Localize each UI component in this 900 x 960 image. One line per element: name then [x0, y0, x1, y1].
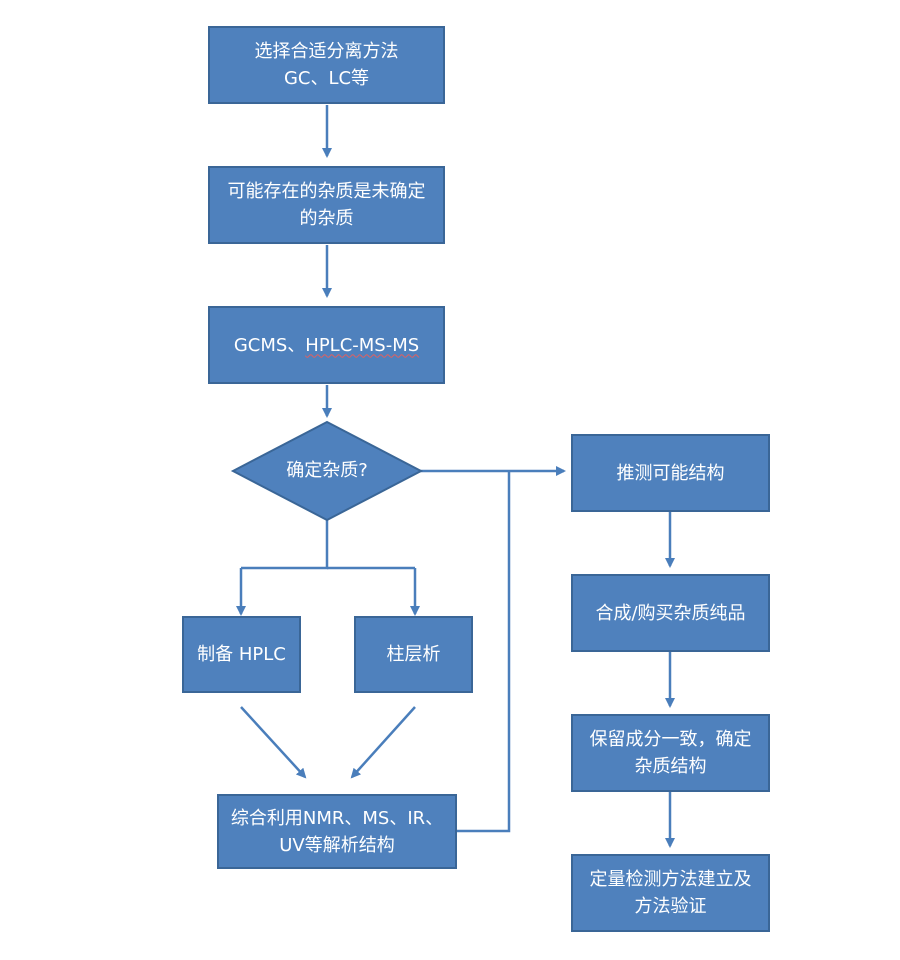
node-combined-analysis: 综合利用NMR、MS、IR、 UV等解析结构 — [217, 794, 457, 869]
connector-combined-to-infer — [457, 471, 511, 833]
node-gcms: GCMS、HPLC-MS-MS — [208, 306, 445, 384]
node-quant-method-line1: 定量检测方法建立及 — [589, 869, 752, 890]
node-retention-match: 保留成分一致，确定 杂质结构 — [571, 714, 770, 792]
node-gcms-part1: GCMS、 — [233, 334, 306, 356]
node-infer-structure-label: 推测可能结构 — [616, 462, 725, 484]
node-prep-hplc-label: 制备 HPLC — [197, 644, 286, 665]
node-quant-method-line2: 方法验证 — [634, 896, 707, 917]
node-combined-analysis-line2: UV等解析结构 — [279, 834, 395, 856]
node-possible-impurity-line2: 的杂质 — [299, 208, 354, 229]
arrow-column-to-combined — [350, 706, 416, 779]
node-infer-structure: 推测可能结构 — [571, 434, 770, 512]
node-synthesize-label: 合成/购买杂质纯品 — [595, 602, 746, 624]
node-retention-match-line2: 杂质结构 — [634, 756, 707, 777]
arrow-prep-to-combined — [240, 706, 307, 779]
decision-label: 确定杂质? — [286, 460, 368, 481]
connector-decision-branch — [241, 520, 329, 570]
node-column-chrom: 柱层析 — [354, 616, 473, 693]
node-quant-method: 定量检测方法建立及 方法验证 — [571, 854, 770, 932]
node-retention-match-line1: 保留成分一致，确定 — [589, 729, 752, 750]
node-synthesize: 合成/购买杂质纯品 — [571, 574, 770, 652]
node-select-method: 选择合适分离方法 GC、LC等 — [208, 26, 445, 104]
node-gcms-label: GCMS、HPLC-MS-MS — [234, 332, 419, 359]
node-possible-impurity-line1: 可能存在的杂质是未确定 — [227, 181, 426, 202]
node-prep-hplc: 制备 HPLC — [182, 616, 301, 693]
node-select-method-line2: GC、LC等 — [283, 68, 370, 89]
node-column-chrom-label: 柱层析 — [386, 644, 441, 665]
node-combined-analysis-line1: 综合利用NMR、MS、IR、 — [230, 807, 444, 829]
node-possible-impurity: 可能存在的杂质是未确定 的杂质 — [208, 166, 445, 244]
node-gcms-part2: HPLC-MS-MS — [305, 334, 420, 356]
node-select-method-line1: 选择合适分离方法 — [254, 41, 399, 62]
decision-diamond — [230, 420, 424, 522]
